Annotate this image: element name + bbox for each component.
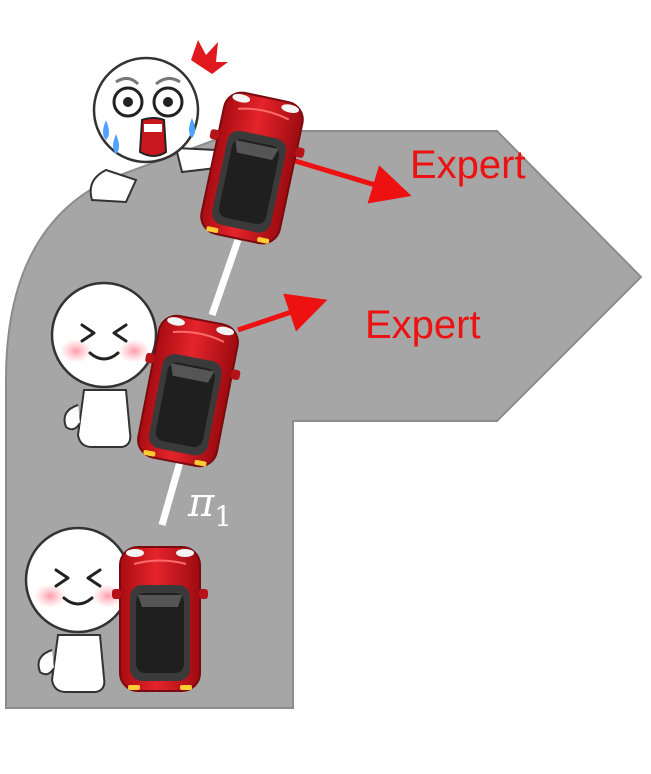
expert-arrow-top [291, 157, 412, 204]
scared-crying-face-icon [89, 40, 228, 204]
expert-label-mid: Expert [365, 303, 481, 347]
expert-label-top: Expert [410, 143, 526, 187]
red-car-top-view-icon [111, 546, 209, 692]
policy-trajectory [158, 238, 242, 526]
policy-label: π1 [187, 480, 232, 533]
expert-arrow-mid [237, 293, 328, 333]
